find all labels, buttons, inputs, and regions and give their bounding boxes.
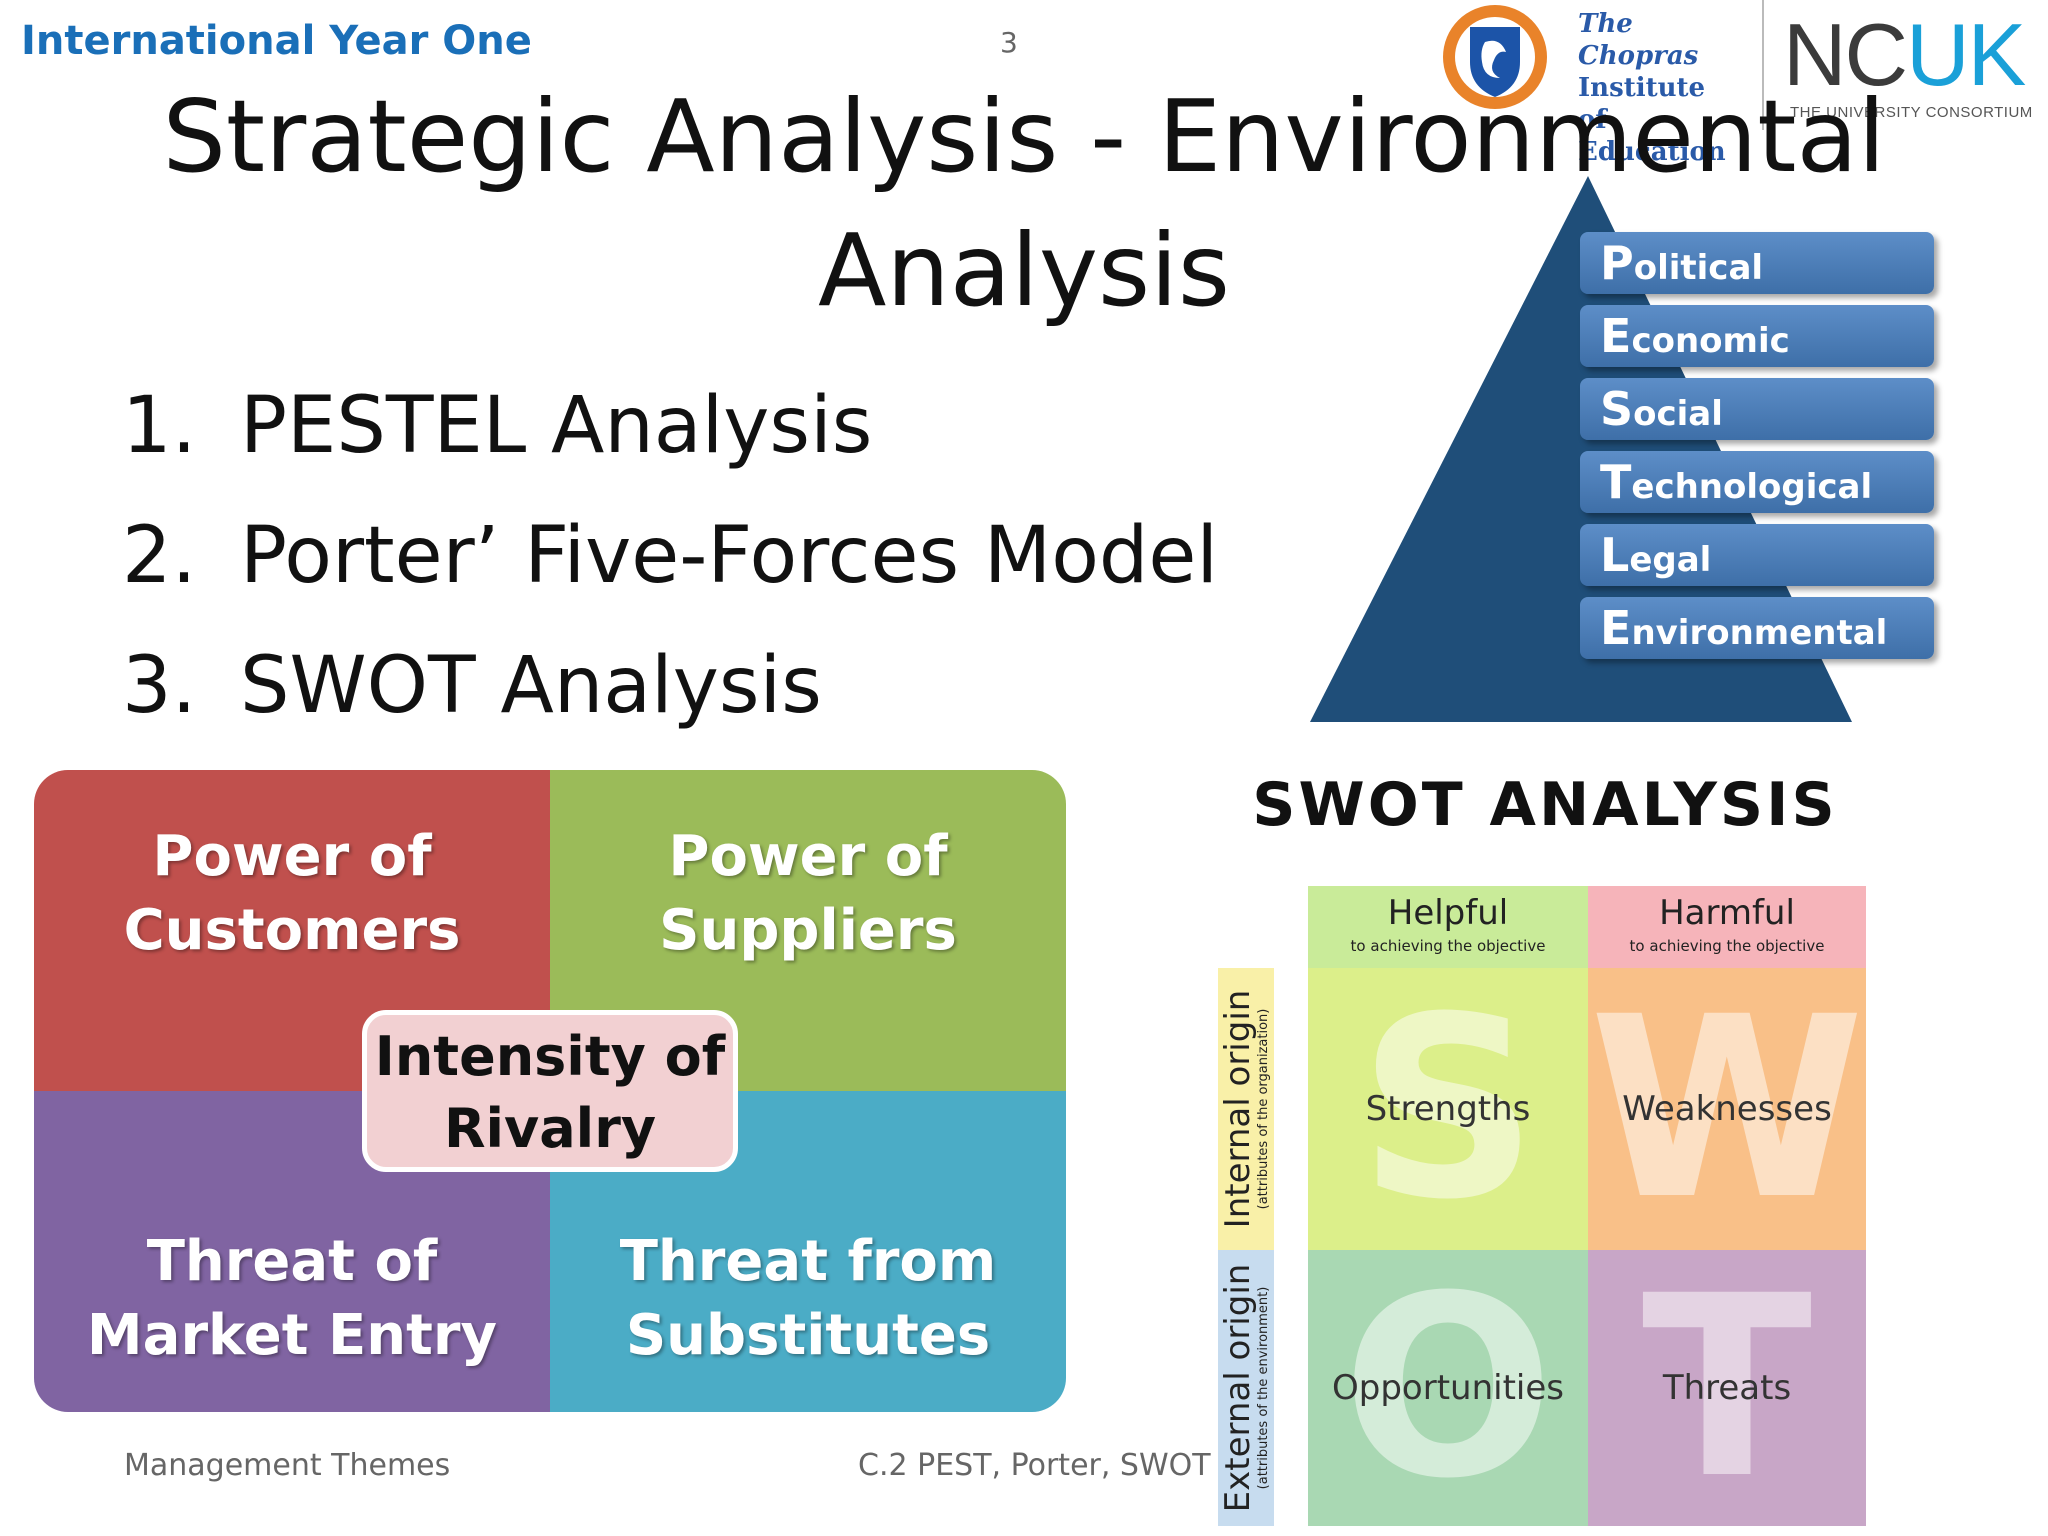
swot-internal-header: Internal origin (attributes of the organ…: [1218, 968, 1274, 1250]
slide-title-line: Analysis: [817, 212, 1230, 329]
page-number: 3: [1000, 26, 1018, 59]
swot-harmful-header: Harmful to achieving the objective: [1588, 886, 1866, 968]
pestel-initial: E: [1600, 601, 1632, 655]
porter-label-line: Power of: [152, 824, 432, 889]
pestel-item-economic: Economic: [1580, 305, 1934, 367]
pestel-item-political: Political: [1580, 232, 1934, 294]
swot-helpful-header: Helpful to achieving the objective: [1308, 886, 1588, 968]
swot-header-sublabel: to achieving the objective: [1350, 937, 1546, 955]
swot-letter-w: W: [1589, 968, 1865, 1250]
list-number: 1.: [122, 381, 197, 471]
logo-divider: [1762, 0, 1764, 130]
slide-title: Strategic Analysis - Environmental Analy…: [0, 70, 2048, 338]
swot-header-label: Harmful: [1659, 893, 1795, 933]
swot-side-main: Internal origin: [1218, 989, 1258, 1229]
swot-external-header: External origin (attributes of the envir…: [1218, 1250, 1274, 1526]
swot-side-label: Internal origin (attributes of the organ…: [1218, 989, 1272, 1229]
swot-side-main: External origin: [1218, 1263, 1258, 1513]
swot-weaknesses: W Weaknesses: [1588, 968, 1866, 1250]
swot-threats-label: Threats: [1662, 1368, 1792, 1408]
swot-side-sub: (attributes of the environment): [1256, 1286, 1271, 1490]
porter-five-forces: Power of Customers Power of Suppliers Th…: [34, 770, 1066, 1412]
pestel-rest: ocial: [1633, 394, 1723, 434]
porter-label-line: Power of: [668, 824, 948, 889]
pestel-rest: olitical: [1633, 248, 1764, 288]
swot-strengths-label: Strengths: [1365, 1089, 1531, 1129]
pestel-rest: conomic: [1631, 321, 1790, 361]
swot-weaknesses-label: Weaknesses: [1622, 1089, 1832, 1129]
pestel-rest: echnological: [1631, 467, 1873, 507]
swot-strengths: S Strengths: [1308, 968, 1588, 1250]
porter-label-line: Threat of: [146, 1229, 438, 1294]
ncuk-logo-subtitle: THE UNIVERSITY CONSORTIUM: [1790, 104, 2033, 121]
swot-letter-o: O: [1341, 1250, 1555, 1526]
porter-label-line: Market Entry: [86, 1303, 498, 1368]
course-label: International Year One: [21, 18, 532, 64]
porter-label-line: Threat from: [619, 1229, 997, 1294]
pestel-initial: S: [1600, 382, 1634, 436]
chopras-logo-text: The Chopras Institute of Education: [1578, 8, 1738, 168]
pestel-initial: P: [1600, 236, 1634, 290]
porter-substitutes-label: Threat from Substitutes: [550, 1225, 1066, 1373]
chopras-logo-line: Institute of: [1578, 73, 1706, 135]
swot-side-sub: (attributes of the organization): [1256, 1008, 1271, 1210]
porter-rivalry: Intensity of Rivalry: [362, 1010, 738, 1172]
porter-entry-label: Threat of Market Entry: [34, 1225, 550, 1373]
list-item: 2. Porter’ Five-Forces Model: [122, 504, 1218, 634]
list-number: 3.: [122, 641, 197, 731]
swot-header-sublabel: to achieving the objective: [1629, 937, 1825, 955]
swot-header-label: Helpful: [1387, 893, 1509, 933]
swot-side-label: External origin (attributes of the envir…: [1218, 1263, 1272, 1513]
list-item: 1. PESTEL Analysis: [122, 374, 1218, 504]
list-number: 2.: [122, 511, 197, 601]
swot-letter-s: S: [1357, 968, 1539, 1250]
porter-label-line: Suppliers: [659, 898, 957, 963]
swot-letter-t: T: [1641, 1250, 1813, 1526]
swot-opportunities: O Opportunities: [1308, 1250, 1588, 1526]
porter-rivalry-line: Intensity of: [374, 1025, 726, 1088]
pestel-initial: E: [1600, 309, 1632, 363]
pestel-rest: egal: [1629, 540, 1712, 580]
pestel-rest: nvironmental: [1631, 613, 1888, 653]
chopras-logo-line: The Chopras: [1578, 9, 1699, 71]
chopras-emblem-icon: [1443, 5, 1547, 109]
porter-customers-label: Power of Customers: [34, 820, 550, 968]
pestel-item-environmental: Environmental: [1580, 597, 1934, 659]
ncuk-logo-nc: NC: [1783, 5, 1908, 104]
list-text: SWOT Analysis: [240, 641, 822, 731]
analysis-list: 1. PESTEL Analysis 2. Porter’ Five-Forces …: [122, 374, 1218, 764]
slide-title-line: Strategic Analysis - Environmental: [162, 78, 1886, 195]
swot-opportunities-label: Opportunities: [1332, 1368, 1564, 1408]
pestel-pyramid: Political Economic Social Technological …: [1300, 176, 1940, 736]
porter-rivalry-line: Rivalry: [443, 1097, 657, 1160]
porter-substitutes: Threat from Substitutes: [550, 1091, 1066, 1412]
porter-label-line: Substitutes: [625, 1303, 991, 1368]
ncuk-logo: NCUK: [1783, 10, 2026, 100]
pestel-initial: L: [1600, 528, 1630, 582]
list-text: Porter’ Five-Forces Model: [240, 511, 1219, 601]
list-item: 3. SWOT Analysis: [122, 634, 1218, 764]
pestel-item-social: Social: [1580, 378, 1934, 440]
porter-label-line: Customers: [123, 898, 461, 963]
swot-title: SWOT ANALYSIS: [1252, 770, 1838, 840]
swot-threats: T Threats: [1588, 1250, 1866, 1526]
pestel-initial: T: [1600, 455, 1632, 509]
footer-center: C.2 PEST, Porter, SWOT: [858, 1448, 1211, 1483]
chopras-logo-line: Education: [1578, 137, 1726, 167]
porter-suppliers-label: Power of Suppliers: [550, 820, 1066, 968]
list-text: PESTEL Analysis: [240, 381, 873, 471]
footer-left: Management Themes: [124, 1448, 451, 1483]
pestel-item-legal: Legal: [1580, 524, 1934, 586]
pestel-item-technological: Technological: [1580, 451, 1934, 513]
ncuk-logo-uk: UK: [1906, 5, 2026, 104]
